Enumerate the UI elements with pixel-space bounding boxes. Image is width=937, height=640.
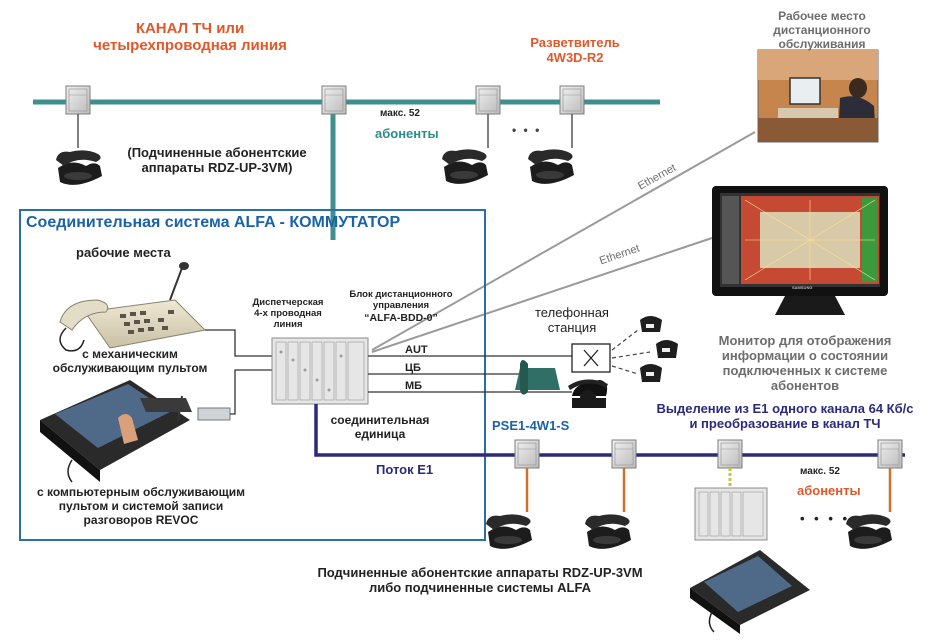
phone-top-3 [528,149,574,184]
remote-unit-line1: Блок дистанционного [349,289,453,300]
remote-workplace-line3: обслуживания [778,36,866,51]
monitor-caption: Монитор для отображения информации о сос… [702,333,908,394]
pc-console-line2: пультом и системой записи [58,498,224,513]
junction-box-4 [559,85,585,115]
junction-box-b2 [611,439,637,469]
cb-label: ЦБ [405,362,421,374]
top-slave-sets: (Подчиненные абонентские аппараты RDZ-UP… [112,145,322,176]
dispatch-line1: Диспетчерская [252,297,324,308]
monitor-brand: SAMSUNG [792,285,813,290]
dispatch-line3: линия [273,318,303,330]
monitor-caption-line2: информации о состоянии [721,347,889,363]
bottom-max-label: макс. 52 [800,466,840,477]
mech-console-line2: обслуживающим пультом [52,360,208,375]
remote-unit-line3: “ALFA-BDD-0” [364,311,438,324]
junction-box-3 [475,85,501,115]
splitter-label: Разветвитель 4W3D-R2 [520,35,630,66]
pc-console-line3: разговоров REVOC [83,512,199,527]
connection-unit-line2: единица [354,426,406,441]
bottom-slave-sets-line2: либо подчиненные системы ALFA [368,579,592,595]
bottom-slave-sets: Подчиненные абонентские аппараты RDZ-UP-… [280,565,680,596]
phone-station-line1: телефонная [535,305,609,320]
pc-console-caption: с компьютерным обслуживающим пультом и с… [30,485,252,527]
phone-top-1 [56,150,102,185]
remote-workplace-line2: дистанционного [773,22,871,37]
system-box-title: Соединительная система ALFA - КОММУТАТОР [26,214,401,231]
remote-workplace-caption: Рабочее место дистанционного обслуживани… [752,9,892,51]
cb-phone [515,360,560,395]
phone-station-line2: станция [547,319,597,335]
top-slave-sets-line1: (Подчиненные абонентские [127,145,307,160]
remote-unit-label: Блок дистанционного управления “ALFA-BDD… [336,289,466,324]
extract-line1: Выделение из Е1 одного канала 64 Кб/с [656,401,914,416]
pse-label: PSE1-4W1-S [492,418,570,433]
junction-box-2 [321,85,347,115]
dispatch-line2: 4-х проводная [254,307,322,319]
monitor-caption-line1: Монитор для отображения [718,333,892,348]
junction-box-1 [65,85,91,115]
channel-title-line2: четырехпроводная линия [93,37,287,55]
bottom-slave-sets-line1: Подчиненные абонентские аппараты RDZ-UP-… [317,565,643,580]
extract-line2: и преобразование в канал ТЧ [689,415,881,431]
pc-console-line1: с компьютерным обслуживающим [36,485,245,499]
mechanical-console [59,262,207,352]
extract-caption: Выделение из Е1 одного канала 64 Кб/с и … [650,401,920,432]
monitor-caption-line3: подключенных к системе [722,362,888,378]
station-phones [640,316,678,382]
mech-console-caption: с механическим обслуживающим пультом [40,347,220,376]
remote-workplace-photo [757,49,879,143]
mech-console-line1: с механическим [82,347,178,361]
bottom-dots: • • • • [800,511,851,526]
system-box-border [19,209,486,541]
ethernet-line-2 [371,237,713,353]
top-max-label: макс. 52 [380,108,420,119]
junction-box-b1 [514,439,540,469]
remote-unit-line2: управления [372,299,430,311]
bottom-subscribers-label: абоненты [797,483,861,498]
phone-top-2 [442,149,488,184]
touch-console [40,380,231,483]
mb-label: МБ [405,380,423,392]
connection-unit-label: соединительная единица [330,413,430,442]
top-slave-sets-line2: аппараты RDZ-UP-3VM) [141,159,293,175]
junction-box-b4 [877,439,903,469]
central-rack-unit [271,337,369,405]
splitter-line1: Разветвитель [530,35,620,50]
channel-title-line1: КАНАЛ ТЧ или [135,20,245,37]
connection-unit-line1: соединительная [330,413,430,427]
remote-workplace-line1: Рабочее место [778,9,866,23]
splitter-line2: 4W3D-R2 [546,49,604,65]
phone-bottom-3 [846,514,892,549]
workplaces-label: рабочие места [76,245,171,260]
phone-bottom-2 [585,514,631,549]
top-dots: • • • [512,123,542,137]
top-subscribers-label: абоненты [375,126,439,141]
e1-stream-line [314,404,905,457]
e1-stream-label: Поток Е1 [376,462,434,477]
mb-phone [568,379,608,408]
bottom-touch-console [690,550,810,634]
phone-station-label: телефонная станция [520,305,624,336]
bottom-rack-unit [694,487,768,541]
status-monitor [712,186,888,315]
ethernet-line-1 [371,131,756,351]
aut-label: AUT [405,344,428,356]
phone-bottom-1 [486,514,532,549]
junction-box-b3 [717,439,743,469]
dispatch-line-label: Диспетчерская 4-х проводная линия [240,297,336,331]
monitor-caption-line4: абонентов [770,377,840,393]
channel-title: КАНАЛ ТЧ или четырехпроводная линия [80,20,300,55]
